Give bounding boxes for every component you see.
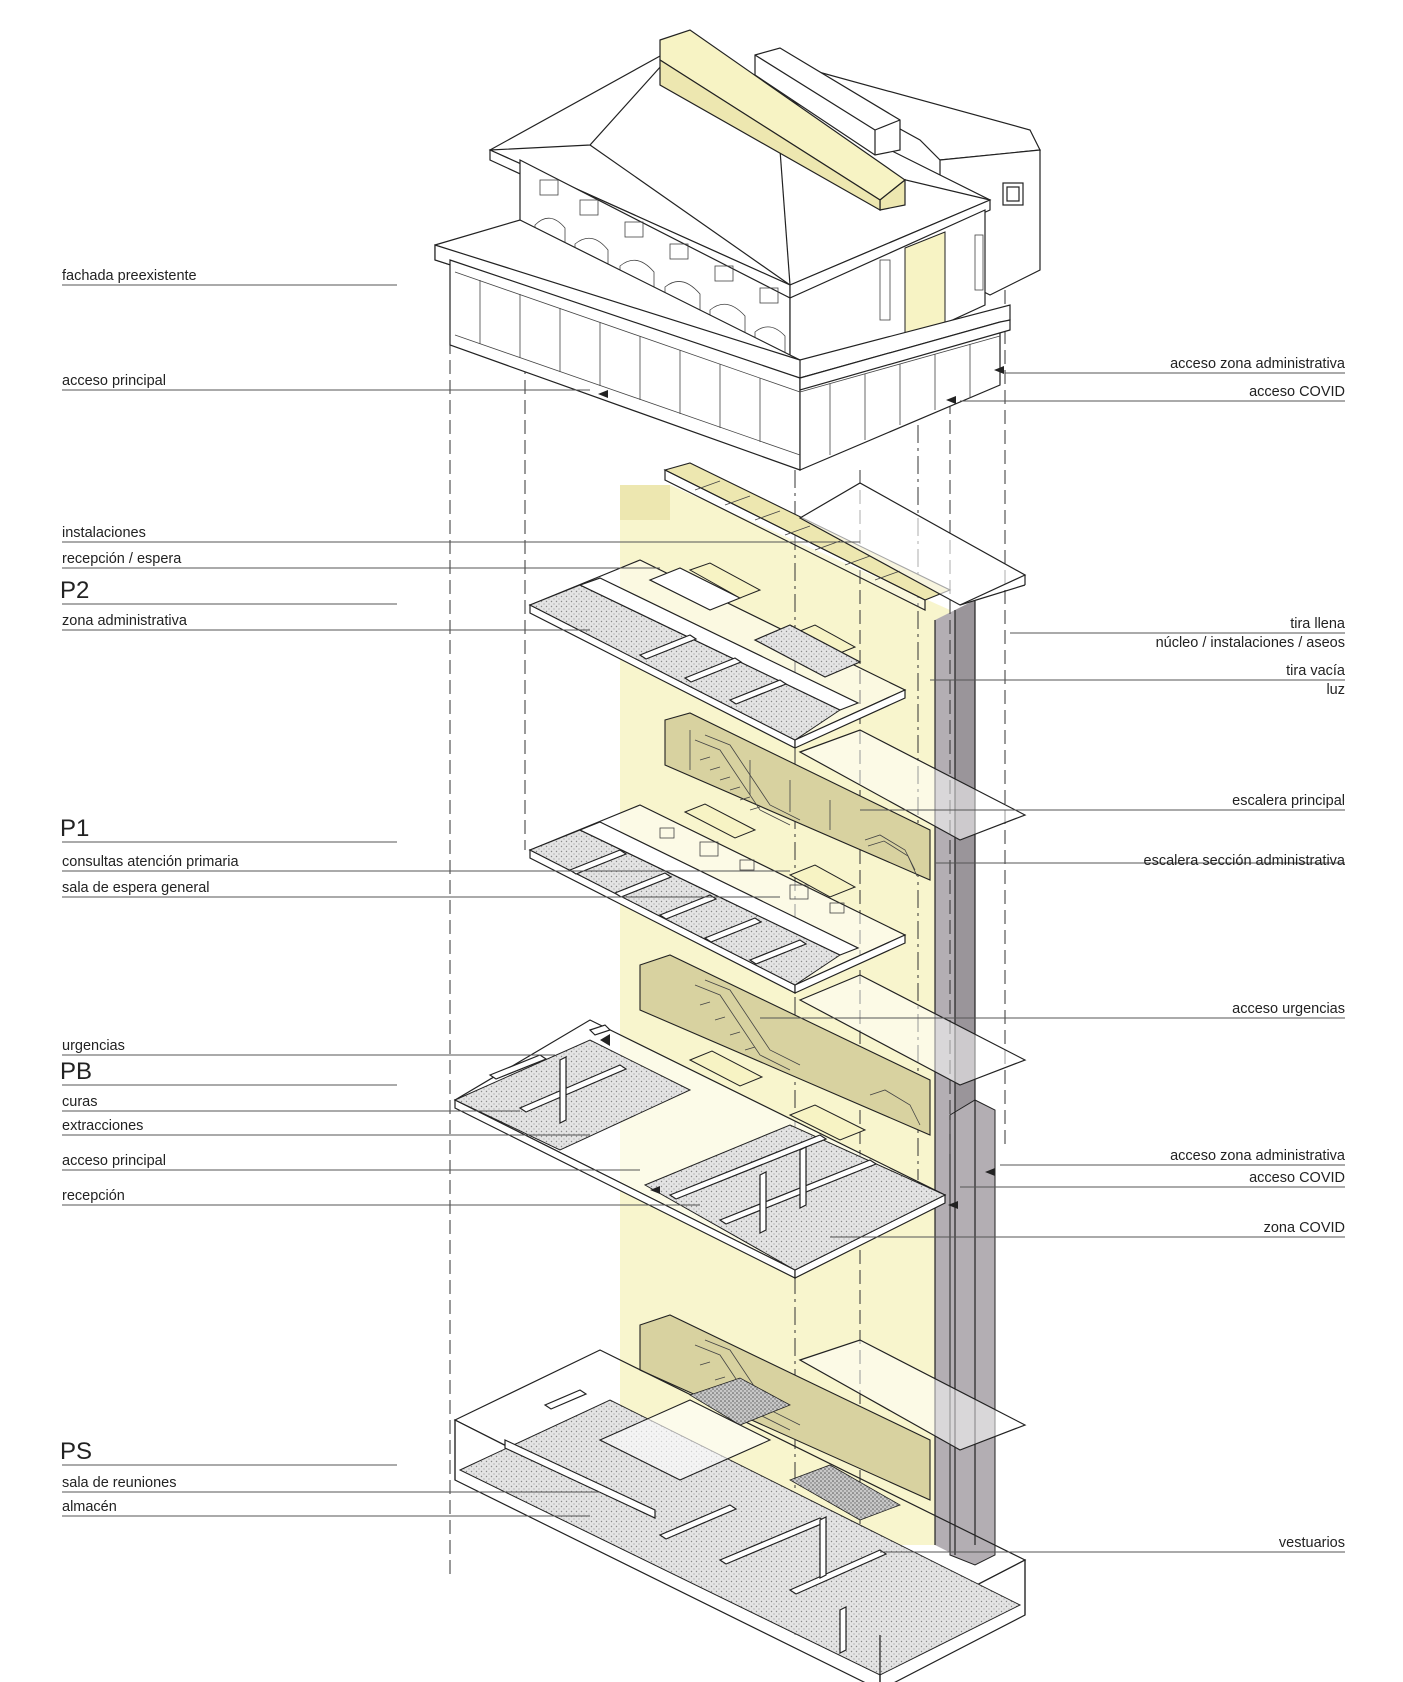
p1-backwall	[664, 712, 931, 881]
arrow-acceso-covid-pb	[948, 1201, 958, 1209]
ps-floor	[458, 1399, 1022, 1676]
label-sala-reuniones: sala de reuniones	[62, 1475, 176, 1491]
label-acceso-urgencias: acceso urgencias	[1232, 1001, 1345, 1017]
label-tira-llena: tira llena	[1290, 616, 1346, 632]
ps-backwall	[639, 1314, 931, 1501]
leader-lines	[62, 284, 1345, 1553]
base-arcade	[454, 271, 1001, 456]
arrow-acceso-principal-top	[598, 390, 608, 398]
label-urgencias: urgencias	[62, 1038, 125, 1054]
pb-main-stair	[694, 979, 801, 1071]
core-block-pb	[949, 1099, 996, 1566]
label-consultas: consultas atención primaria	[62, 854, 239, 870]
arrow-acceso-principal-pb	[650, 1186, 660, 1194]
label-recepcion: recepción	[62, 1188, 125, 1204]
label-zona-administrativa: zona administrativa	[62, 613, 188, 629]
label-acceso-principal-top: acceso principal	[62, 373, 166, 389]
floor-ps	[453, 1314, 1027, 1682]
label-almacen: almacén	[62, 1499, 117, 1515]
label-fachada-preexistente: fachada preexistente	[62, 268, 197, 284]
label-vestuarios: vestuarios	[1279, 1535, 1345, 1551]
existing-building	[434, 29, 1041, 471]
label-zona-covid: zona COVID	[1264, 1220, 1345, 1236]
p1-admin-stair	[864, 834, 918, 877]
floor-pb	[453, 954, 1027, 1279]
ps-stair-zone-dark-2	[789, 1464, 901, 1521]
level-p2: P2	[60, 577, 89, 604]
floor-p2	[528, 462, 1027, 749]
labels-right: acceso zona administrativa acceso COVID …	[1144, 356, 1346, 1551]
label-acceso-admin-top: acceso zona administrativa	[1170, 356, 1346, 372]
label-escalera-admin: escalera sección administrativa	[1144, 853, 1346, 869]
p1-main-stair	[694, 734, 801, 826]
projection-lines	[449, 270, 1006, 1640]
label-curas: curas	[62, 1094, 97, 1110]
label-extracciones: extracciones	[62, 1118, 143, 1134]
level-p1: P1	[60, 815, 89, 842]
level-pb: PB	[60, 1058, 92, 1085]
label-acceso-covid-pb: acceso COVID	[1249, 1170, 1345, 1186]
ps-sala-reuniones	[598, 1399, 772, 1481]
label-luz: luz	[1326, 682, 1345, 698]
label-instalaciones: instalaciones	[62, 525, 146, 541]
label-sala-espera: sala de espera general	[62, 880, 210, 896]
arrow-acceso-admin-top	[994, 366, 1004, 374]
label-acceso-principal-pb: acceso principal	[62, 1153, 166, 1169]
tira-vacia-band-edge	[620, 485, 670, 520]
label-escalera-principal: escalera principal	[1232, 793, 1345, 809]
ps-stair-zone-dark	[689, 1377, 791, 1426]
arrow-acceso-covid-top	[946, 396, 956, 404]
level-ps: PS	[60, 1438, 92, 1465]
label-tira-vacia: tira vacía	[1286, 663, 1346, 679]
pb-backwall	[639, 954, 931, 1136]
arrow-acceso-urgencias	[600, 1034, 610, 1046]
labels-left: fachada preexistente acceso principal in…	[60, 268, 239, 1515]
floor-p1	[528, 712, 1027, 994]
label-nucleo: núcleo / instalaciones / aseos	[1156, 635, 1345, 651]
pb-admin-stair	[869, 1089, 921, 1126]
arrow-acceso-admin-pb	[985, 1168, 995, 1176]
label-acceso-admin-pb: acceso zona administrativa	[1170, 1148, 1346, 1164]
label-acceso-covid-top: acceso COVID	[1249, 384, 1345, 400]
label-recepcion-espera: recepción / espera	[62, 551, 182, 567]
